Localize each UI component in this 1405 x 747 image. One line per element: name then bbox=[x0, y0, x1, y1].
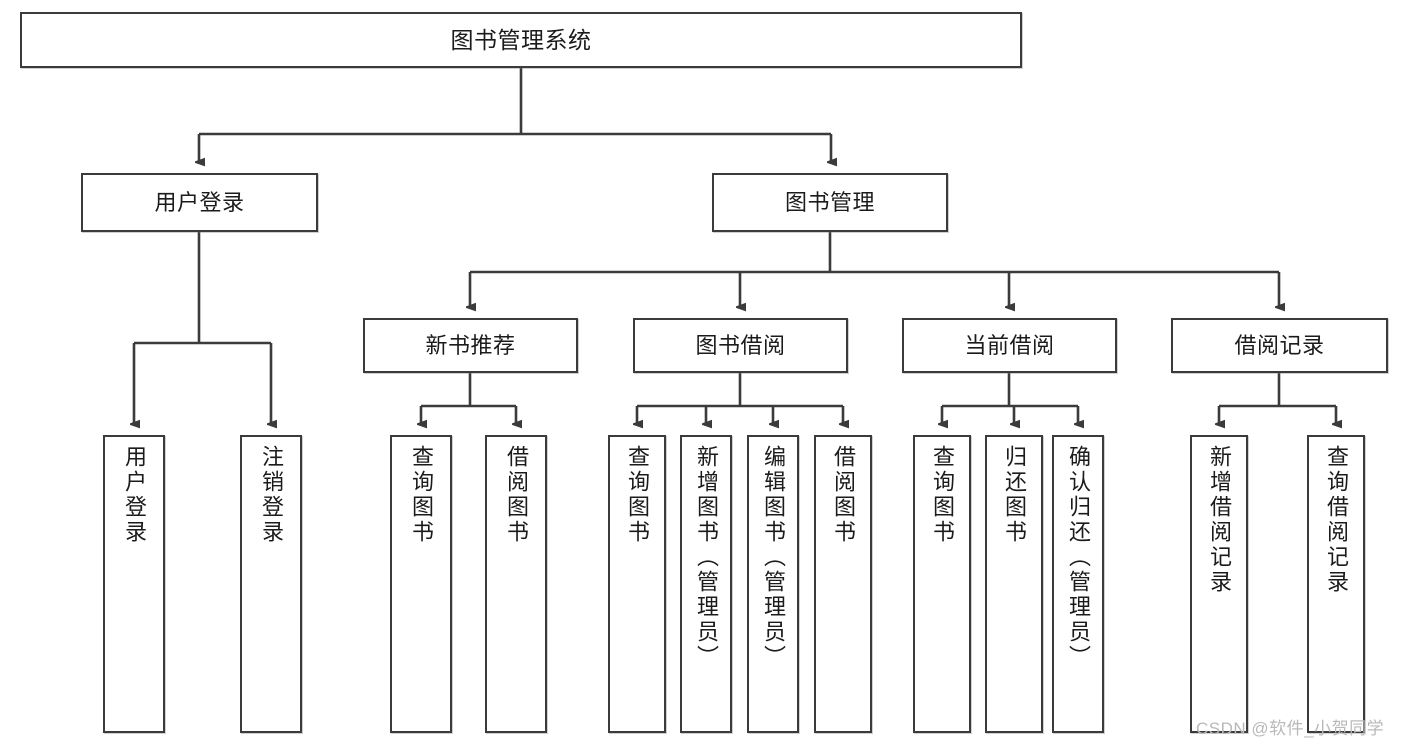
node-book-borrow-label: 图书借阅 bbox=[695, 332, 786, 358]
node-leaf-borrow-book-1-label: 借阅图书 bbox=[504, 445, 529, 545]
node-leaf-user-login[interactable]: 用户登录 bbox=[103, 435, 165, 733]
node-leaf-query-record-label: 查询借阅记录 bbox=[1324, 445, 1349, 595]
node-root-label: 图书管理系统 bbox=[450, 26, 592, 53]
node-book-borrow[interactable]: 图书借阅 bbox=[633, 318, 848, 373]
node-leaf-query-book-2[interactable]: 查询图书 bbox=[608, 435, 666, 733]
node-leaf-add-record-label: 新增借阅记录 bbox=[1207, 445, 1232, 595]
node-user-login-label: 用户登录 bbox=[154, 189, 245, 215]
csdn-watermark: CSDN @软件_小贺同学 bbox=[1196, 719, 1385, 738]
node-leaf-borrow-book-2-label: 借阅图书 bbox=[831, 445, 856, 545]
node-leaf-query-book-3-label: 查询图书 bbox=[930, 445, 955, 545]
node-leaf-edit-book-label: 编辑图书（管理员） bbox=[761, 445, 786, 670]
node-leaf-query-book-2-label: 查询图书 bbox=[625, 445, 650, 545]
node-borrow-record[interactable]: 借阅记录 bbox=[1171, 318, 1388, 373]
node-new-book-recommend-label: 新书推荐 bbox=[425, 332, 516, 358]
node-current-borrow[interactable]: 当前借阅 bbox=[902, 318, 1117, 373]
node-leaf-borrow-book-1[interactable]: 借阅图书 bbox=[485, 435, 547, 733]
node-leaf-user-login-label: 用户登录 bbox=[122, 445, 147, 545]
node-leaf-query-book-3[interactable]: 查询图书 bbox=[913, 435, 971, 733]
node-leaf-query-record[interactable]: 查询借阅记录 bbox=[1307, 435, 1365, 733]
node-leaf-add-book[interactable]: 新增图书（管理员） bbox=[680, 435, 732, 733]
node-leaf-logout-label: 注销登录 bbox=[259, 445, 284, 545]
node-leaf-confirm-return-label: 确认归还（管理员） bbox=[1066, 445, 1091, 670]
node-leaf-return-book-label: 归还图书 bbox=[1002, 445, 1027, 545]
node-leaf-query-book-1-label: 查询图书 bbox=[409, 445, 434, 545]
node-user-login[interactable]: 用户登录 bbox=[81, 173, 318, 232]
node-book-manage[interactable]: 图书管理 bbox=[712, 173, 948, 232]
node-leaf-logout[interactable]: 注销登录 bbox=[240, 435, 302, 733]
node-leaf-add-book-label: 新增图书（管理员） bbox=[694, 445, 719, 670]
node-current-borrow-label: 当前借阅 bbox=[964, 332, 1055, 358]
node-root[interactable]: 图书管理系统 bbox=[20, 12, 1022, 68]
node-borrow-record-label: 借阅记录 bbox=[1234, 332, 1325, 358]
node-leaf-add-record[interactable]: 新增借阅记录 bbox=[1190, 435, 1248, 733]
node-book-manage-label: 图书管理 bbox=[784, 189, 875, 215]
node-new-book-recommend[interactable]: 新书推荐 bbox=[363, 318, 578, 373]
node-leaf-confirm-return[interactable]: 确认归还（管理员） bbox=[1052, 435, 1104, 733]
node-leaf-borrow-book-2[interactable]: 借阅图书 bbox=[814, 435, 872, 733]
node-leaf-query-book-1[interactable]: 查询图书 bbox=[390, 435, 452, 733]
node-leaf-return-book[interactable]: 归还图书 bbox=[985, 435, 1043, 733]
node-leaf-edit-book[interactable]: 编辑图书（管理员） bbox=[747, 435, 799, 733]
